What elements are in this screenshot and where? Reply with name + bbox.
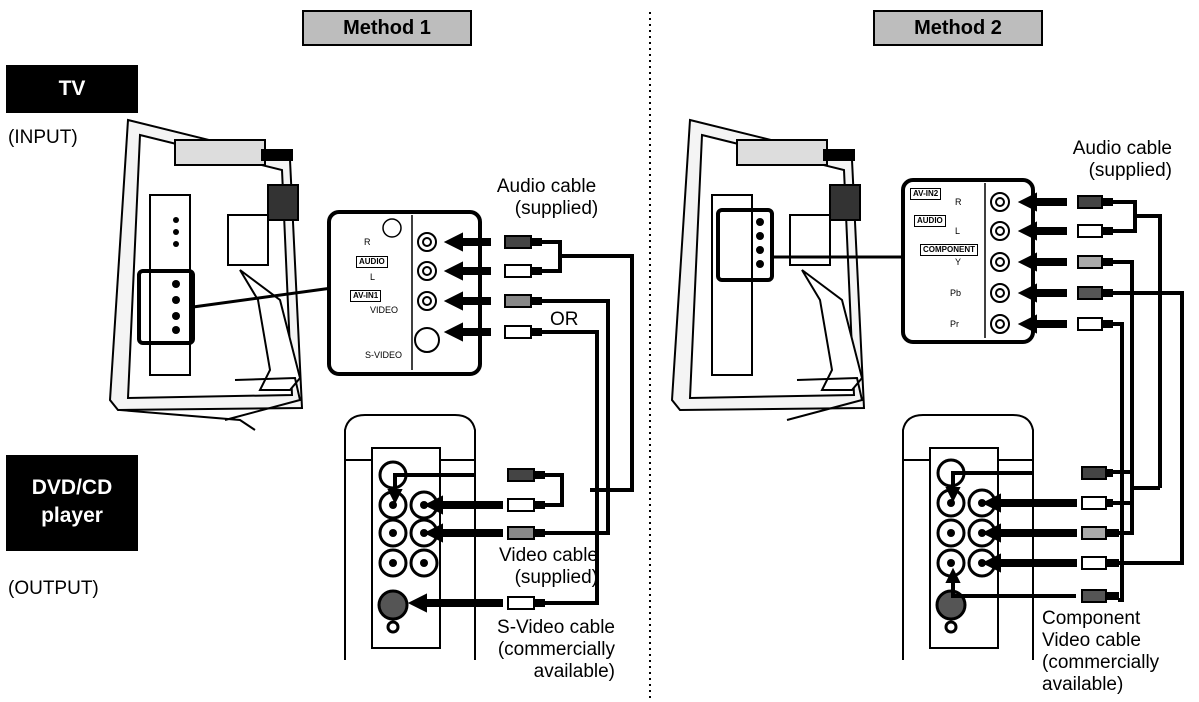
m1-svideo-cable-line2: (commercially: [466, 639, 615, 661]
m1-svideo-cable-line1: S-Video cable: [466, 617, 615, 639]
m1-video-cable-line2: (supplied): [478, 567, 598, 589]
m1-audio-cable-line2: (supplied): [484, 198, 609, 220]
m1-svideo-cable-line3: available): [466, 661, 615, 683]
m2-audio-cable-label: Audio cable (supplied): [1040, 138, 1172, 182]
m1-video-cable-label: Video cable (supplied): [478, 545, 598, 589]
m2-component-line1: Component: [1042, 608, 1159, 630]
m1-svideo-cable-label: S-Video cable (commercially available): [466, 617, 615, 683]
method-2-header: Method 2: [873, 10, 1043, 46]
cables-2: [1112, 202, 1182, 600]
m1-panel-av-in: AV-IN1: [350, 290, 381, 302]
m1-audio-cable-line1: Audio cable: [484, 176, 609, 198]
dvd-player-illustration-2: [903, 415, 1033, 660]
tv-back-illustration-2: [672, 120, 864, 420]
m2-component-line4: available): [1042, 674, 1159, 696]
tv-input-label: (INPUT): [8, 127, 78, 149]
tv-panel-zoom-2: [903, 180, 1033, 342]
m2-audio-cable-line1: Audio cable: [1040, 138, 1172, 160]
m2-component-line3: (commercially: [1042, 652, 1159, 674]
m2-panel-y: Y: [955, 257, 961, 267]
dvd-badge: DVD/CD player: [6, 455, 138, 551]
dvd-output-label: (OUTPUT): [8, 578, 99, 600]
m1-panel-l: L: [370, 272, 375, 282]
m2-panel-component: COMPONENT: [920, 244, 978, 256]
m2-component-line2: Video cable: [1042, 630, 1159, 652]
m2-audio-cable-line2: (supplied): [1040, 160, 1172, 182]
m1-audio-cable-label: Audio cable (supplied): [484, 176, 609, 220]
method-1-header: Method 1: [302, 10, 472, 46]
tv-badge: TV: [6, 65, 138, 113]
m1-video-cable-line1: Video cable: [478, 545, 598, 567]
m1-panel-audio: AUDIO: [356, 256, 388, 268]
dvd-badge-line1: DVD/CD: [6, 474, 138, 502]
m1-panel-svideo: S-VIDEO: [365, 350, 402, 360]
m2-panel-pr: Pr: [950, 319, 959, 329]
m2-panel-r: R: [955, 197, 962, 207]
m1-panel-r: R: [364, 237, 371, 247]
m2-component-cable-label: Component Video cable (commercially avai…: [1042, 608, 1159, 696]
m2-panel-audio: AUDIO: [914, 215, 946, 227]
m2-panel-pb: Pb: [950, 288, 961, 298]
m1-panel-video: VIDEO: [370, 305, 398, 315]
dvd-player-illustration-1: [345, 415, 475, 660]
m1-or-label: OR: [550, 309, 579, 331]
m2-panel-l: L: [955, 226, 960, 236]
dvd-badge-line2: player: [6, 502, 138, 530]
m2-panel-av-in: AV-IN2: [910, 188, 941, 200]
